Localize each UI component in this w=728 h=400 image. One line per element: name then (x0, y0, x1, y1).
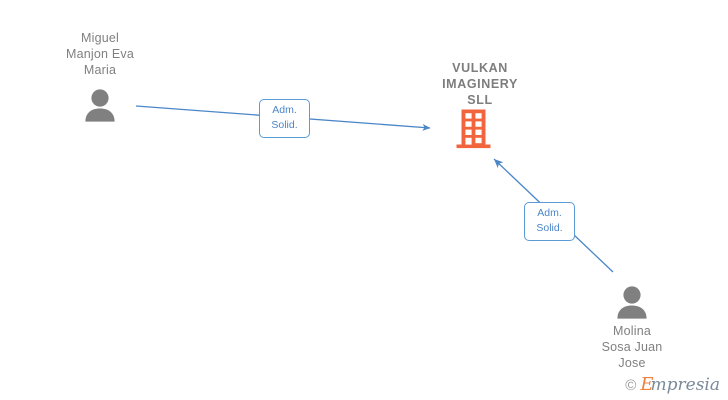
copyright-icon: © (625, 376, 637, 394)
company-label-vulkan-imaginery-sll: VULKAN IMAGINERY SLL (442, 61, 518, 107)
building-icon[interactable] (455, 108, 493, 150)
edge-label-miguel-to-company[interactable]: Adm. Solid. (259, 99, 310, 138)
person-label-molina-sosa-juan-jose: Molina Sosa Juan Jose (601, 324, 663, 370)
watermark-empresia: © E mpresia (625, 374, 721, 395)
brand-rest: mpresia (650, 375, 721, 395)
brand-wordmark: E mpresia (640, 374, 721, 395)
edge-label-molina-to-company[interactable]: Adm. Solid. (524, 202, 575, 241)
person-label-miguel-manjon-eva-maria: Miguel Manjon Eva Maria (65, 31, 134, 77)
person-icon[interactable] (614, 285, 650, 319)
person-icon[interactable] (82, 88, 118, 122)
brand-initial: E (640, 374, 654, 395)
